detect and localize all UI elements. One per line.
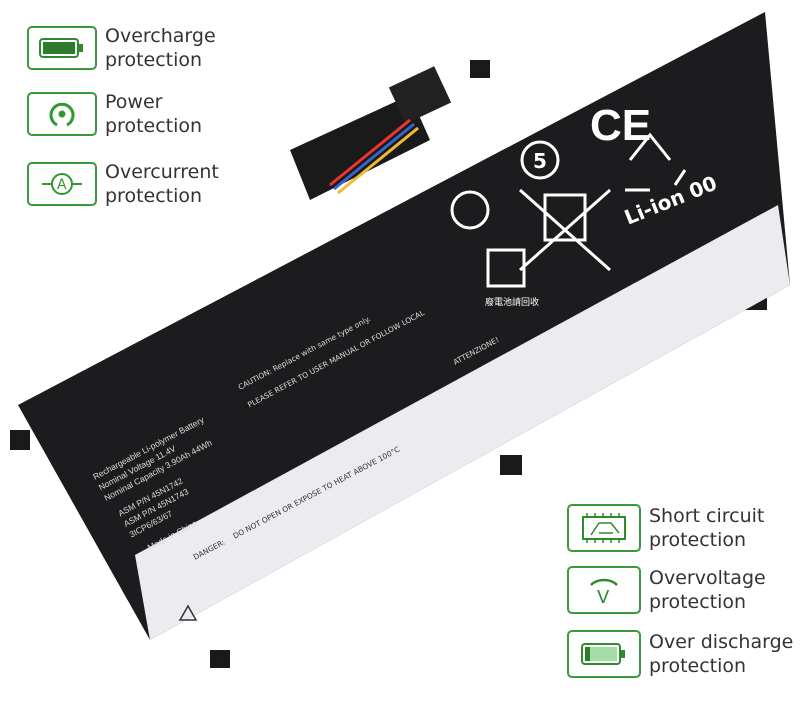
battery-warning-label xyxy=(135,205,790,640)
power-icon xyxy=(27,92,97,136)
shape xyxy=(337,126,419,195)
shape xyxy=(10,430,30,450)
battery-connector xyxy=(290,66,452,200)
shape xyxy=(486,248,526,288)
voltmeter-icon: V xyxy=(567,566,641,614)
feature-title: Short circuit xyxy=(649,505,765,527)
feature-title: Over discharge xyxy=(649,631,794,653)
feature-subtitle: protection xyxy=(105,185,203,207)
shape xyxy=(49,102,75,127)
label-text: A xyxy=(57,177,67,193)
shape xyxy=(329,118,411,187)
shape xyxy=(590,522,620,536)
feature-title: Power xyxy=(105,91,163,113)
shape xyxy=(586,513,620,543)
feature-subtitle: protection xyxy=(649,529,747,551)
ammeter-icon: A xyxy=(27,162,97,206)
ce-mark: CE xyxy=(590,101,651,150)
shape xyxy=(210,650,230,668)
shape xyxy=(470,60,490,78)
feature-title: Overcurrent xyxy=(105,161,219,183)
shape xyxy=(585,647,617,661)
battery-body xyxy=(18,12,790,640)
circuit-board-icon xyxy=(567,504,641,552)
shape xyxy=(43,42,75,54)
shape xyxy=(625,132,687,192)
shape xyxy=(500,455,522,475)
shape xyxy=(543,193,587,242)
battery-full-icon xyxy=(27,26,97,70)
shape xyxy=(79,44,83,52)
feature-title: Overvoltage xyxy=(649,567,766,589)
label-text: V xyxy=(597,587,610,607)
no-disassemble-icon xyxy=(450,190,490,230)
shape xyxy=(58,110,66,118)
feature-subtitle: protection xyxy=(105,115,203,137)
shape xyxy=(590,578,618,586)
label-text: 5 xyxy=(533,149,547,173)
shape xyxy=(51,173,73,195)
feature-title: Overcharge xyxy=(105,25,216,47)
rohs-5-icon xyxy=(520,140,560,180)
shape xyxy=(519,188,611,272)
shape xyxy=(585,647,590,661)
feature-subtitle: protection xyxy=(105,49,203,71)
battery-low-icon xyxy=(567,630,641,678)
shape xyxy=(582,516,626,540)
recycle-icon xyxy=(625,132,687,192)
shape xyxy=(388,66,452,124)
recycle-cn-icon xyxy=(486,248,526,288)
shape xyxy=(621,650,625,658)
feature-subtitle: protection xyxy=(649,591,747,613)
feature-subtitle: protection xyxy=(649,655,747,677)
shape xyxy=(290,95,430,200)
shape xyxy=(39,38,79,58)
label-text: CE xyxy=(590,101,651,150)
shape xyxy=(333,122,415,191)
shape xyxy=(581,643,621,665)
crossed-bin-icon xyxy=(519,188,611,272)
warning-triangle-icon xyxy=(178,604,198,621)
label-text: 廢電池請回收 xyxy=(485,296,539,308)
